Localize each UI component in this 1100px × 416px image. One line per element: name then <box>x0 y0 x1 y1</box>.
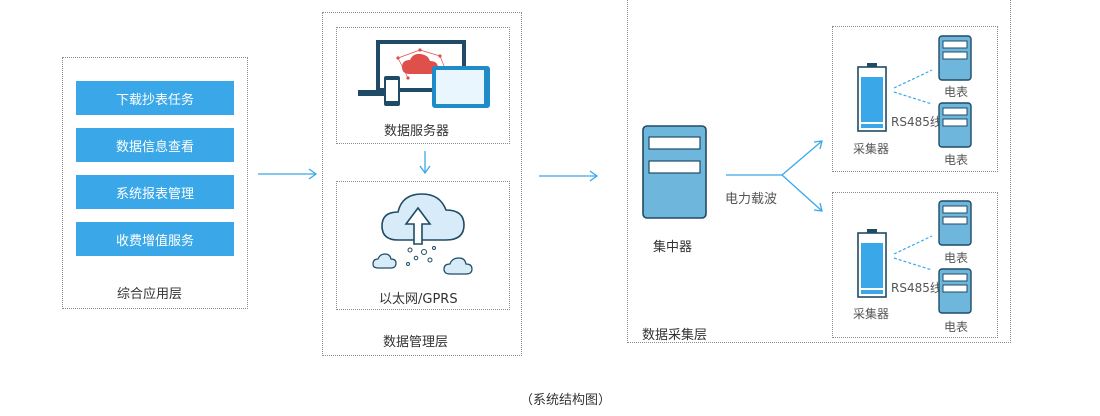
server-box <box>336 27 510 144</box>
server-devices-icon <box>358 40 490 108</box>
diagram-caption: （系统结构图） <box>520 393 612 408</box>
arrow-server-to-network <box>419 151 431 175</box>
collector-icon <box>857 229 887 298</box>
collector-group-2 <box>832 192 998 338</box>
meter-icon <box>938 200 972 246</box>
management-layer-box <box>322 12 522 356</box>
arrow-app-to-mgmt <box>258 168 318 180</box>
carrier-label: 电力载波 <box>725 192 778 207</box>
application-layer-box <box>62 57 248 309</box>
carrier-branch-lines <box>726 140 823 212</box>
task-billing: 收费增值服务 <box>76 222 234 256</box>
rs485-signal-lines <box>893 235 933 271</box>
network-label: 以太网/GPRS <box>379 292 458 307</box>
arrow-mgmt-to-collect <box>539 170 599 182</box>
meter-icon <box>938 35 972 81</box>
cloud-upload-icon <box>372 193 473 275</box>
collector-label: 采集器 <box>853 142 890 156</box>
meter-label: 电表 <box>944 153 969 167</box>
meter-icon <box>938 102 972 148</box>
meter-label: 电表 <box>944 85 969 99</box>
management-layer-title: 数据管理层 <box>383 335 449 350</box>
rs485-label: RS485线 <box>891 115 942 129</box>
task-data-view: 数据信息查看 <box>76 128 234 162</box>
collection-layer-box <box>627 0 1011 343</box>
collector-group-1 <box>832 26 998 172</box>
collector-icon <box>857 63 887 132</box>
collector-label: 采集器 <box>853 307 890 321</box>
rs485-label: RS485线 <box>891 281 942 295</box>
concentrator-icon <box>642 125 707 219</box>
rs485-signal-lines <box>893 69 933 105</box>
task-report: 系统报表管理 <box>76 175 234 209</box>
meter-label: 电表 <box>944 251 969 265</box>
server-label: 数据服务器 <box>384 124 450 139</box>
task-download: 下载抄表任务 <box>76 81 234 115</box>
meter-label: 电表 <box>944 320 969 334</box>
network-box <box>336 181 510 310</box>
collection-layer-title: 数据采集层 <box>642 328 708 343</box>
concentrator-label: 集中器 <box>653 240 693 255</box>
meter-icon <box>938 268 972 314</box>
application-layer-title: 综合应用层 <box>117 287 183 302</box>
